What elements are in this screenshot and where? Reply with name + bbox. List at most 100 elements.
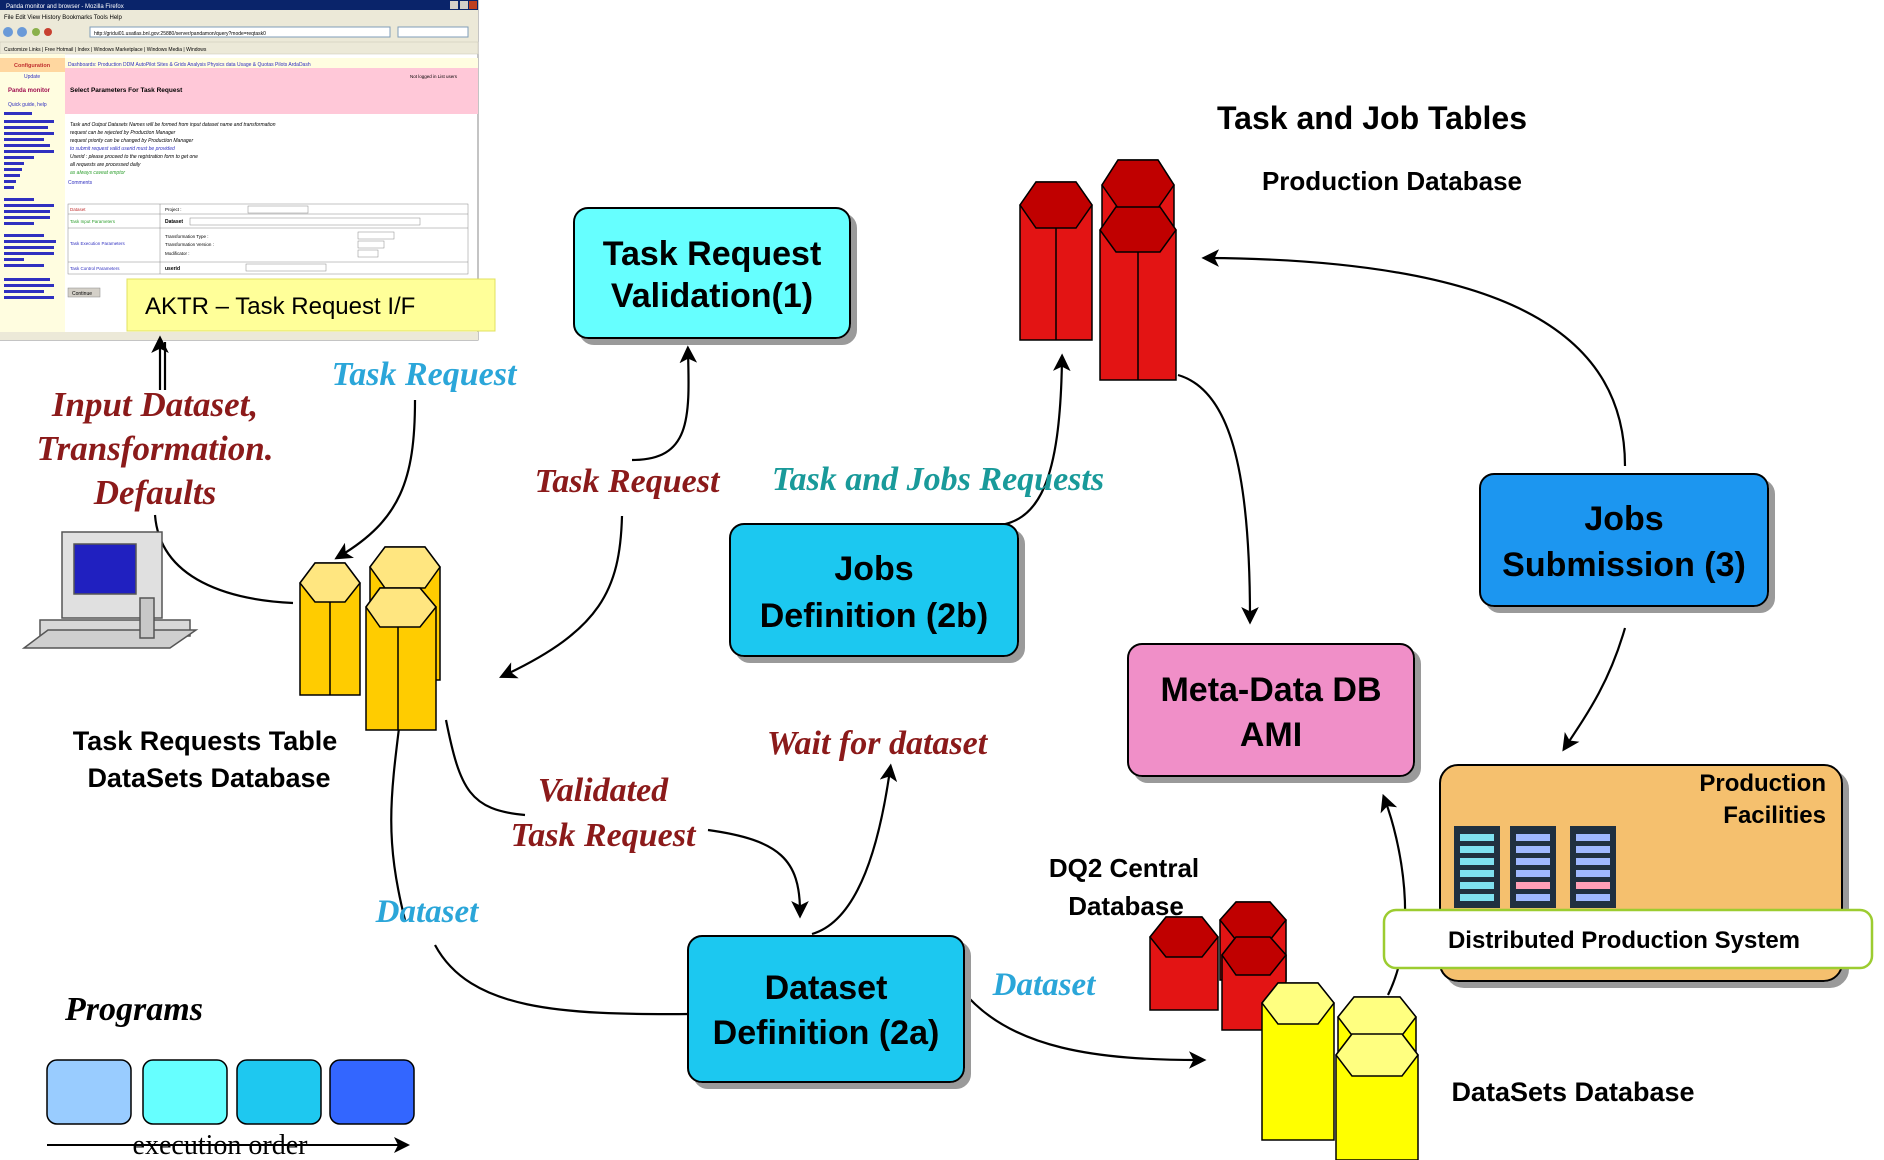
svg-text:Transformation Type :: Transformation Type : xyxy=(165,234,209,239)
wait-for-dataset-label: Wait for dataset xyxy=(767,725,989,762)
close-button[interactable] xyxy=(469,1,477,9)
arrow-db-to-input xyxy=(153,514,294,605)
arrow-to-validation xyxy=(631,345,698,462)
instruction-bullets: Task and Output Datasets Names will be f… xyxy=(68,122,276,186)
svg-text:Userid : please proceed to the: Userid : please proceed to the registrat… xyxy=(70,154,198,160)
svg-text:userid: userid xyxy=(165,266,180,272)
arrow-dataset-def-to-dq2 xyxy=(961,989,1207,1069)
task-job-tables-title: Task and Job Tables xyxy=(1217,100,1527,136)
programs-label: Programs xyxy=(64,991,203,1028)
login-status[interactable]: Not logged in List users xyxy=(410,74,458,79)
jobs-definition-subtitle: Definition (2b) xyxy=(760,597,989,635)
svg-text:Dataset: Dataset xyxy=(165,219,183,225)
svg-text:Task Execution Parameters: Task Execution Parameters xyxy=(70,241,126,246)
task-request-form: Dataset Task Input Parameters Task Execu… xyxy=(67,203,469,275)
reload-icon[interactable] xyxy=(32,28,40,36)
svg-text:Project :: Project : xyxy=(165,207,182,212)
metadata-box[interactable]: Meta-Data DB AMI xyxy=(1127,643,1415,777)
validation-subtitle: Validation(1) xyxy=(611,277,813,315)
userid-input[interactable] xyxy=(245,263,327,272)
svg-text:Modificator :: Modificator : xyxy=(165,251,190,256)
distributed-system-label: Distributed Production System xyxy=(1448,927,1800,954)
legend-box-3 xyxy=(236,1059,322,1125)
validated-label-2: Task Request xyxy=(511,817,697,854)
page-heading: Select Parameters For Task Request xyxy=(70,87,183,94)
dq2-label-2: Database xyxy=(1068,891,1184,921)
nav-configuration[interactable]: Configuration xyxy=(14,63,51,69)
nav-update[interactable]: Update xyxy=(24,74,40,80)
arrow-db-to-validated xyxy=(444,719,526,817)
dataset-label-left: Dataset xyxy=(375,894,479,930)
svg-text:Continue: Continue xyxy=(72,291,92,297)
connector-arrows xyxy=(151,249,1627,1069)
project-select[interactable] xyxy=(247,205,309,214)
production-db-label: Production Database xyxy=(1262,166,1522,196)
dataset-definition-subtitle: Definition (2a) xyxy=(713,1014,940,1052)
modificator-select[interactable] xyxy=(357,249,379,258)
programs-legend: Programs execution order xyxy=(46,991,415,1160)
aktr-caption: AKTR – Task Request I/F xyxy=(145,293,415,320)
transformation-version-select[interactable] xyxy=(357,240,385,249)
jobs-submission-subtitle: Submission (3) xyxy=(1502,546,1746,584)
arrow-db-to-dataset-left xyxy=(390,719,407,921)
arrow-task-request-in xyxy=(334,399,417,560)
jobs-definition-box[interactable]: Jobs Definition (2b) xyxy=(729,523,1019,657)
task-jobs-requests-label: Task and Jobs Requests xyxy=(772,461,1104,498)
stop-icon[interactable] xyxy=(44,28,52,36)
nav-panda-monitor[interactable]: Panda monitor xyxy=(8,88,51,94)
jobs-submission-title: Jobs xyxy=(1584,500,1663,538)
input-dataset-label-3: Defaults xyxy=(93,473,217,512)
menu-bar[interactable]: File Edit View History Bookmarks Tools H… xyxy=(4,15,122,21)
facilities-title-1: Production xyxy=(1699,770,1826,797)
arrow-validated-to-dataset-def xyxy=(707,828,809,919)
input-dataset-label-2: Transformation. xyxy=(37,429,274,468)
comments-link[interactable]: Comments xyxy=(68,180,93,186)
jobs-submission-box[interactable]: Jobs Submission (3) xyxy=(1479,473,1769,607)
production-facilities-panel: Production Facilities Distributed Produc… xyxy=(1382,764,1874,982)
arrow-prod-to-ami xyxy=(1177,373,1259,625)
validation-box[interactable]: Task Request Validation(1) xyxy=(573,207,851,339)
nav-quick-guide[interactable]: Quick guide, help xyxy=(8,102,47,108)
dataset-definition-title: Dataset xyxy=(765,969,888,1007)
dataset-label-right: Dataset xyxy=(992,967,1096,1003)
arrow-validation-to-db xyxy=(499,515,624,679)
task-request-label-blue: Task Request xyxy=(332,356,518,393)
task-requests-db-label-1: Task Requests Table xyxy=(73,726,338,756)
production-db-icon xyxy=(1019,159,1177,381)
svg-text:to submit request valid userid: to submit request valid userid must be p… xyxy=(70,146,175,152)
dataset-definition-box[interactable]: Dataset Definition (2a) xyxy=(687,935,965,1083)
arrow-datasets-to-ami xyxy=(1380,793,1407,996)
window-titlebar xyxy=(0,0,478,10)
datasets-db-icon xyxy=(1261,982,1419,1160)
jobs-definition-title: Jobs xyxy=(834,550,913,588)
metadata-title: Meta-Data DB xyxy=(1160,671,1381,709)
continue-button[interactable] xyxy=(67,287,101,298)
maximize-button[interactable] xyxy=(460,1,468,9)
svg-text:Task Input Parameters: Task Input Parameters xyxy=(70,219,116,224)
metadata-subtitle: AMI xyxy=(1240,716,1302,754)
forward-icon[interactable] xyxy=(17,27,27,37)
svg-text:Dataset: Dataset xyxy=(70,207,86,212)
distributed-system-bar xyxy=(1382,908,1874,970)
minimize-button[interactable] xyxy=(450,1,458,9)
arrow-submission-to-facilities xyxy=(1562,627,1627,752)
back-icon[interactable] xyxy=(3,27,13,37)
arrow-dataset-def-to-wait xyxy=(811,763,898,936)
svg-text:as always caveat emptor: as always caveat emptor xyxy=(70,170,125,176)
computer-icon xyxy=(21,531,199,649)
bookmarks-bar[interactable]: Customize Links | Free Hotmail | Index |… xyxy=(4,47,207,53)
task-requests-db-label-2: DataSets Database xyxy=(87,763,330,793)
search-input[interactable] xyxy=(397,26,469,38)
nav-link-list[interactable] xyxy=(4,112,56,299)
legend-box-2 xyxy=(142,1059,228,1125)
arrow-dataset-left-to-def xyxy=(434,944,691,1016)
legend-box-4 xyxy=(329,1059,415,1125)
dashboards-links[interactable]: Dashboards: Production DDM AutoPilot Sit… xyxy=(68,62,311,68)
input-dataset-label-1: Input Dataset, xyxy=(51,385,258,424)
svg-text:Task Control Parameters: Task Control Parameters xyxy=(70,266,120,271)
transformation-type-select[interactable] xyxy=(357,231,395,240)
address-bar[interactable] xyxy=(89,26,391,38)
dataset-input[interactable] xyxy=(189,217,421,226)
task-request-label-red: Task Request xyxy=(535,463,721,500)
